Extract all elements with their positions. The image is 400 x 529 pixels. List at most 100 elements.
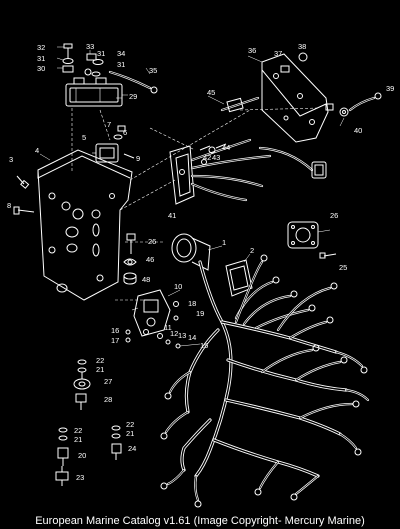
harness-lead-45 (220, 96, 260, 113)
callout-35: 35 (149, 66, 157, 75)
callout-4: 4 (35, 146, 39, 155)
callout-20: 20 (78, 451, 86, 460)
nut-33 (86, 53, 97, 61)
callout-21-a: 21 (96, 365, 104, 374)
callout-19: 19 (196, 309, 204, 318)
callout-27: 27 (104, 377, 112, 386)
callout-23: 23 (76, 473, 84, 482)
callout-44: 44 (222, 143, 230, 152)
callout-22-c: 22 (126, 420, 134, 429)
callout-10: 10 (174, 282, 182, 291)
callout-30: 30 (37, 64, 45, 73)
callout-9: 9 (136, 154, 140, 163)
callout-15: 15 (200, 341, 208, 350)
callout-12: 12 (170, 329, 178, 338)
screw-32 (63, 43, 73, 58)
screw-8 (13, 206, 35, 215)
callout-14: 14 (188, 333, 196, 342)
switch-assembly-10 (131, 289, 171, 337)
callout-31-a: 31 (37, 54, 45, 63)
callout-21-b: 21 (74, 435, 82, 444)
switch-23 (55, 466, 69, 486)
module-2 (225, 259, 253, 297)
callout-7: 7 (107, 120, 111, 129)
washer-38 (298, 52, 308, 62)
lead-39-40 (325, 92, 382, 117)
screw-3 (16, 175, 30, 189)
callout-1: 1 (222, 238, 226, 247)
washer-6 (113, 134, 123, 140)
callout-32: 32 (37, 43, 45, 52)
bracket-36 (261, 53, 329, 143)
gasket-26 (287, 221, 319, 249)
callout-25: 25 (339, 263, 347, 272)
wiring-harness (180, 260, 348, 478)
sender-20 (57, 447, 69, 466)
parts-diagram: 32 31 30 33 31 34 31 35 29 7 6 5 9 4 3 8… (7, 42, 394, 508)
callout-31-c: 31 (117, 60, 125, 69)
callout-26-left: 26 (148, 237, 156, 246)
callout-36: 36 (248, 46, 256, 55)
callout-6: 6 (123, 128, 127, 137)
sensor-27 (73, 372, 91, 390)
screw-9 (123, 153, 135, 159)
callout-3: 3 (9, 155, 13, 164)
nut-37 (280, 65, 290, 73)
callout-5: 5 (82, 133, 86, 142)
clip-46 (123, 258, 137, 266)
callout-40: 40 (354, 126, 362, 135)
part-callouts: 32 31 30 33 31 34 31 35 29 7 6 5 9 4 3 8… (7, 42, 394, 482)
callout-18: 18 (188, 299, 196, 308)
callout-22-a: 22 (96, 356, 104, 365)
callout-41: 41 (168, 211, 176, 220)
hardware-11-19 (125, 301, 181, 349)
callout-8: 8 (7, 201, 11, 210)
washers-21-22-upper (77, 359, 87, 373)
washer-31 (62, 58, 74, 64)
connector-41 (169, 145, 195, 205)
harness-leads (160, 254, 370, 508)
callout-34: 34 (117, 49, 125, 58)
washer-34 (84, 59, 104, 77)
nut-7 (117, 125, 126, 132)
relay-module-29 (65, 77, 128, 107)
leader-lines (39, 46, 345, 347)
callout-42: 42 (203, 153, 211, 162)
main-connector-1 (171, 233, 211, 271)
ground-lead-35 (108, 70, 158, 94)
callout-46: 46 (146, 255, 154, 264)
nut-30 (62, 65, 74, 73)
cap-48 (123, 272, 137, 285)
callout-31-b: 31 (97, 49, 105, 58)
callout-39: 39 (386, 84, 394, 93)
callout-11: 11 (164, 323, 172, 332)
washers-21-22-right (111, 425, 121, 439)
relay-5 (92, 143, 119, 163)
mounting-bracket-4 (37, 149, 133, 301)
callout-48: 48 (142, 275, 150, 284)
wire-bundle-41 (190, 138, 327, 202)
callout-13: 13 (178, 331, 186, 340)
callout-21-c: 21 (126, 429, 134, 438)
callout-26-right: 26 (330, 211, 338, 220)
callout-38: 38 (298, 42, 306, 51)
washers-21-22-left (58, 427, 68, 441)
screw-42-43-44 (199, 143, 227, 165)
callout-43: 43 (212, 153, 220, 162)
callout-45: 45 (207, 88, 215, 97)
callout-24: 24 (128, 444, 136, 453)
screw-25 (319, 252, 337, 259)
callout-16: 16 (111, 326, 119, 335)
screw-26-left (126, 233, 136, 254)
callout-28: 28 (104, 395, 112, 404)
assembly-lines (71, 107, 321, 301)
callout-22-b: 22 (74, 426, 82, 435)
copyright-caption: European Marine Catalog v1.61 (Image Cop… (35, 515, 365, 527)
callout-2: 2 (250, 246, 254, 255)
sensor-28 (75, 393, 87, 410)
callout-17: 17 (111, 336, 119, 345)
callout-29: 29 (129, 92, 137, 101)
sensor-24 (111, 443, 122, 460)
callout-33: 33 (86, 42, 94, 51)
callout-37: 37 (274, 49, 282, 58)
